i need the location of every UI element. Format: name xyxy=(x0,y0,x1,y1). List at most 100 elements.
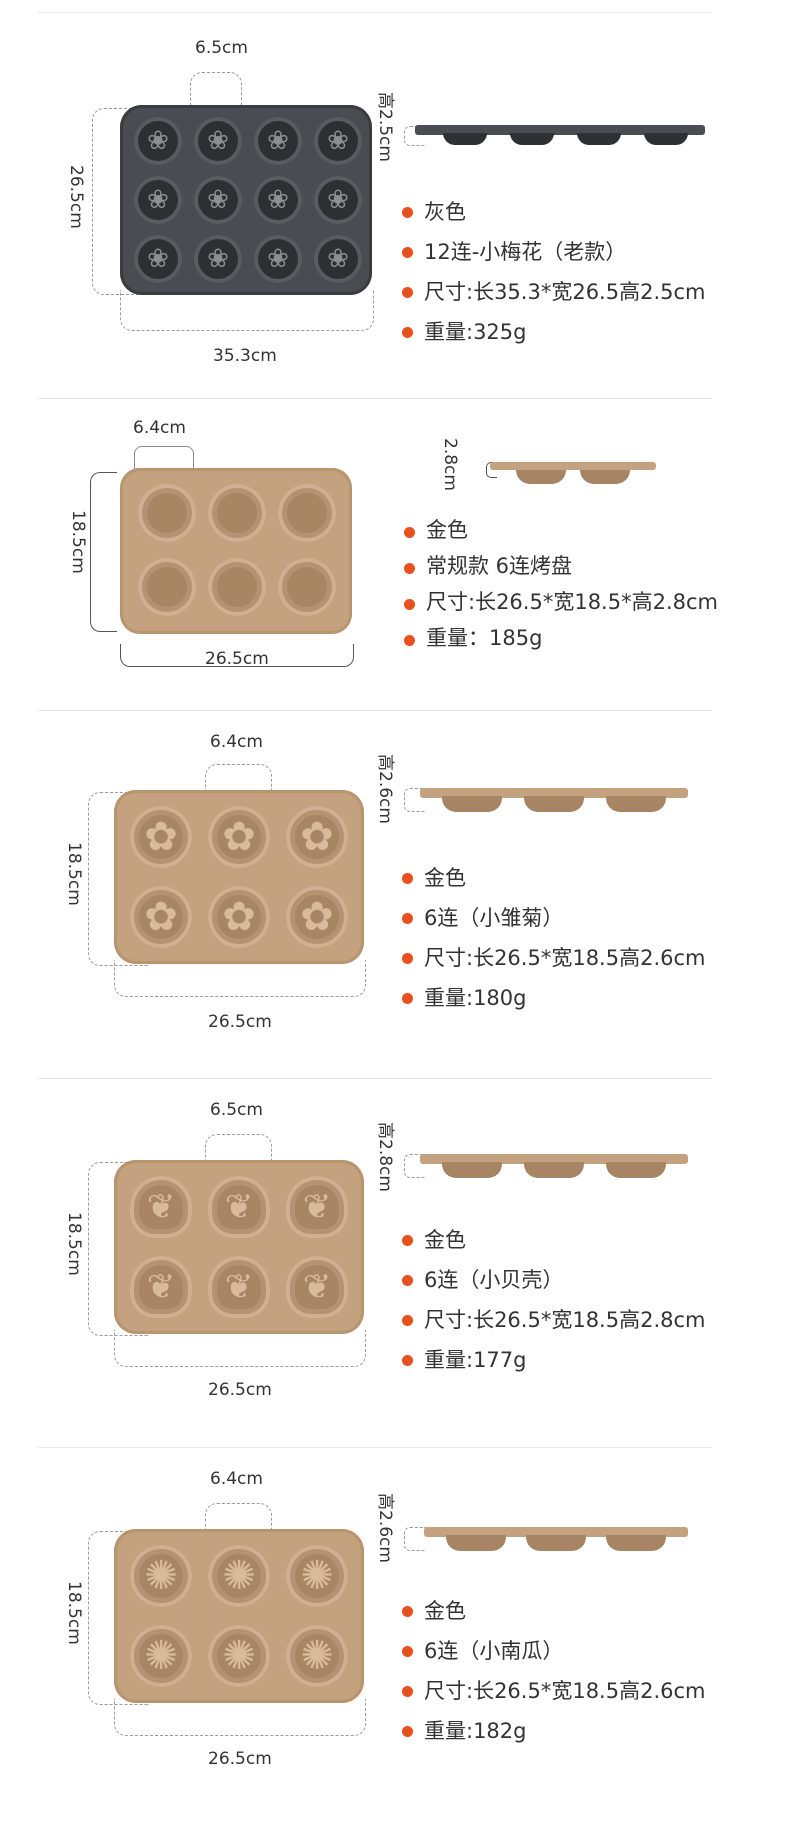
flower-icon: ❀ xyxy=(207,244,229,274)
cup-bottom xyxy=(606,1162,666,1178)
cup: ❀ xyxy=(314,176,362,224)
spec-size: 尺寸:长35.3*宽26.5高2.5cm xyxy=(400,272,706,312)
spec-color: 灰色 xyxy=(400,192,706,232)
cup-bottom xyxy=(524,1162,584,1178)
spec-size: 尺寸:长26.5*宽18.5高2.8cm xyxy=(400,1300,706,1340)
height-marker xyxy=(404,1154,425,1178)
daisy-icon: ✿ xyxy=(222,894,256,940)
cup: ✺ xyxy=(130,1625,192,1687)
shell-icon: ❦ xyxy=(224,1187,254,1227)
length-marker xyxy=(120,644,354,667)
tray-depth-label: 18.5cm xyxy=(64,842,84,906)
divider xyxy=(38,1078,712,1079)
flower-icon: ❀ xyxy=(267,244,289,274)
length-marker xyxy=(114,1330,366,1367)
spec-color: 金色 xyxy=(400,1220,706,1260)
cup: ✿ xyxy=(130,886,192,948)
cup-bottom xyxy=(516,470,566,484)
cup-bottom xyxy=(442,796,502,812)
cup: ✿ xyxy=(208,806,270,868)
tray-length-label: 26.5cm xyxy=(205,649,269,669)
spec-list: 金色 6连（小贝壳） 尺寸:长26.5*宽18.5高2.8cm 重量:177g xyxy=(400,1220,706,1380)
tray-length-label: 35.3cm xyxy=(213,346,277,366)
cup: ❀ xyxy=(314,117,362,165)
spec-color: 金色 xyxy=(400,1591,706,1631)
plain-cup-icon xyxy=(138,484,196,542)
divider xyxy=(38,398,712,399)
tray-length-label: 26.5cm xyxy=(208,1380,272,1400)
cup-bottom xyxy=(443,133,487,145)
cup: ❀ xyxy=(314,235,362,283)
tray-length-label: 26.5cm xyxy=(208,1012,272,1032)
spec-weight: 重量:325g xyxy=(400,312,706,352)
height-label: 高2.8cm xyxy=(375,1122,395,1192)
spec-weight: 重量:180g xyxy=(400,978,706,1018)
product-section: 6.4cm 18.5cm ✺ ✺ ✺ ✺ ✺ ✺ 26.5cm 高2.6cm 金… xyxy=(0,1447,790,1827)
cup-bottom xyxy=(606,796,666,812)
cup: ❀ xyxy=(254,117,302,165)
daisy-icon: ✿ xyxy=(300,814,334,860)
height-label: 高2.5cm xyxy=(375,92,395,162)
cup: ❀ xyxy=(134,117,182,165)
height-label: 2.8cm xyxy=(440,438,460,491)
cup: ❀ xyxy=(134,176,182,224)
daisy-icon: ✿ xyxy=(300,894,334,940)
cup: ❀ xyxy=(194,176,242,224)
spec-list: 灰色 12连-小梅花（老款） 尺寸:长35.3*宽26.5高2.5cm 重量:3… xyxy=(400,192,706,352)
spec-model: 常规款 6连烤盘 xyxy=(402,548,718,584)
spec-model: 6连（小南瓜） xyxy=(400,1631,706,1671)
daisy-icon: ✿ xyxy=(222,814,256,860)
cup: ❦ xyxy=(286,1256,348,1318)
pumpkin-icon: ✺ xyxy=(144,1633,178,1679)
tray-depth-label: 18.5cm xyxy=(64,1212,84,1276)
plain-cup-icon xyxy=(208,484,266,542)
flower-icon: ❀ xyxy=(267,185,289,215)
tray-image: ❀ ❀ ❀ ❀ ❀ ❀ ❀ ❀ ❀ ❀ ❀ ❀ xyxy=(120,105,372,295)
side-view-image xyxy=(420,788,688,812)
shell-icon: ❦ xyxy=(302,1187,332,1227)
product-section: 6.4cm 18.5cm ✿ ✿ ✿ ✿ ✿ ✿ 26.5cm 高2.6cm 金… xyxy=(0,710,790,1078)
plain-cup-icon xyxy=(278,484,336,542)
tray-image: ✺ ✺ ✺ ✺ ✺ ✺ xyxy=(114,1529,364,1703)
tray-depth-label: 18.5cm xyxy=(64,1581,84,1645)
spec-list: 金色 6连（小雏菊） 尺寸:长26.5*宽18.5高2.6cm 重量:180g xyxy=(400,858,706,1018)
side-view-image xyxy=(415,125,705,145)
pumpkin-icon: ✺ xyxy=(300,1553,334,1599)
side-view-image xyxy=(424,1527,688,1551)
spec-size: 尺寸:长26.5*宽18.5高2.6cm xyxy=(400,1671,706,1711)
cup-bottom xyxy=(524,796,584,812)
flower-icon: ❀ xyxy=(327,185,349,215)
cup-width-label: 6.5cm xyxy=(195,38,248,58)
product-section: 6.5cm 26.5cm ❀ ❀ ❀ ❀ ❀ ❀ ❀ ❀ ❀ ❀ ❀ ❀ 35.… xyxy=(0,0,790,398)
spec-model: 6连（小贝壳） xyxy=(400,1260,706,1300)
depth-marker xyxy=(90,472,117,632)
plain-cup-icon xyxy=(278,558,336,616)
cup: ❦ xyxy=(208,1176,270,1238)
height-label: 高2.6cm xyxy=(375,1493,395,1563)
flower-icon: ❀ xyxy=(147,126,169,156)
cup: ✿ xyxy=(208,886,270,948)
daisy-icon: ✿ xyxy=(144,894,178,940)
cup-bottom xyxy=(510,133,554,145)
tray-length-label: 26.5cm xyxy=(208,1749,272,1769)
flower-icon: ❀ xyxy=(327,244,349,274)
spec-model: 6连（小雏菊） xyxy=(400,898,706,938)
side-view-image xyxy=(420,1154,688,1178)
cup: ✺ xyxy=(208,1545,270,1607)
height-label: 高2.6cm xyxy=(375,754,395,824)
cup: ❦ xyxy=(208,1256,270,1318)
cup-width-label: 6.4cm xyxy=(210,1469,263,1489)
cup-bottom xyxy=(644,133,688,145)
cup: ✿ xyxy=(130,806,192,868)
cup: ❦ xyxy=(130,1176,192,1238)
shell-icon: ❦ xyxy=(224,1267,254,1307)
spec-weight: 重量:182g xyxy=(400,1711,706,1751)
cup: ✿ xyxy=(286,886,348,948)
cup-bottom xyxy=(442,1162,502,1178)
shell-icon: ❦ xyxy=(146,1267,176,1307)
flower-icon: ❀ xyxy=(327,126,349,156)
height-marker xyxy=(404,126,425,146)
tray-depth-label: 18.5cm xyxy=(68,510,88,574)
spec-color: 金色 xyxy=(402,512,718,548)
cup-bottom xyxy=(580,470,630,484)
